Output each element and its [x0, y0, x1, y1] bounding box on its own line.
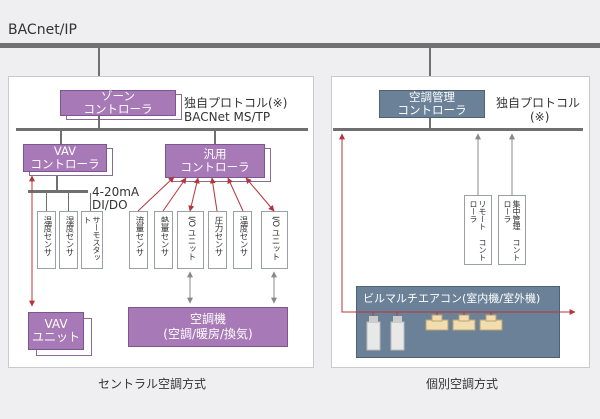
ahu-line1: 空調機: [189, 312, 226, 326]
io-unit-2-label: I/O ユニット: [270, 216, 280, 261]
vav-unit-line2: ユニット: [31, 330, 80, 344]
outdoor-unit-2: [390, 321, 405, 351]
zone-controller-line2: コントローラ: [83, 102, 153, 116]
pressure-sensor-label: 圧力センサ: [213, 216, 223, 256]
indoor-unit-1-top: [431, 314, 443, 322]
zone-controller-drop-line: [98, 48, 100, 90]
central-internal-bus: [16, 128, 308, 131]
temperature-sensor-left-label: 温度センサ: [42, 216, 52, 256]
vav-unit-line1: VAV: [44, 317, 68, 331]
indoor-unit-2-top: [458, 314, 470, 322]
zone-to-bus-line: [98, 116, 100, 128]
outdoor-unit-2-top: [393, 316, 402, 323]
io-unit-1: I/O ユニット: [177, 211, 204, 269]
central-protocol-line1: 独自プロトコル(※): [184, 96, 288, 110]
heat-sensor-label: 熱量センサ: [159, 216, 169, 256]
individual-protocol-line2: (※): [530, 110, 550, 124]
central-caption: セントラル空調方式: [98, 377, 207, 391]
arrow-individual-bus-loop: [339, 133, 576, 315]
flow-sensor-label: 流量センサ: [134, 216, 144, 256]
individual-drop-line: [429, 48, 431, 90]
humidity-sensor-left: 湿度センサ: [59, 211, 78, 269]
air-handling-unit: 空調機 (空調/暖房/換気): [128, 307, 288, 347]
vav-controller-to-signal-bus: [56, 176, 58, 190]
individual-internal-bus: [333, 128, 583, 131]
arrow-io-unit-1: [188, 177, 200, 212]
vav-controller-line1: VAV: [53, 144, 77, 158]
temperature-sensor-right: 温度センサ: [233, 211, 252, 269]
central-protocol-line2: BACNet MS/TP: [184, 110, 271, 124]
io-unit-1-label: I/O ユニット: [186, 216, 196, 261]
thermostat-left: サーモスタット: [81, 211, 103, 269]
temperature-sensor-left: 温度センサ: [37, 211, 56, 269]
individual-controller-line2: コントローラ: [397, 103, 467, 117]
signal-label-line1: 4-20mA: [92, 185, 140, 199]
zone-controller: ゾーン コントローラ: [60, 90, 176, 116]
pressure-sensor: 圧力センサ: [208, 211, 227, 269]
vav-unit: VAV ユニット: [28, 312, 84, 350]
zone-controller-line1: ゾーン: [101, 89, 135, 103]
arrow-pressure-sensor: [209, 177, 218, 212]
signal-bus-drop-2: [68, 193, 69, 211]
temperature-sensor-right-label: 温度センサ: [238, 216, 248, 256]
bus-to-general-controller-line: [214, 131, 216, 144]
individual-controller: 空調管理 コントローラ: [379, 90, 485, 118]
heat-sensor: 熱量センサ: [154, 211, 173, 269]
bacnet-ip-bus: [0, 43, 600, 48]
general-controller: 汎用 コントローラ: [165, 144, 265, 178]
outdoor-unit-1-top: [369, 316, 378, 323]
signal-bus-drop-1: [46, 193, 47, 211]
arrow-temperature-sensor-right: [227, 177, 244, 212]
arrow-heat-sensor: [162, 177, 187, 212]
general-controller-line2: コントローラ: [180, 160, 250, 174]
vav-controller-line2: コントローラ: [30, 157, 100, 171]
vav-controller: VAV コントローラ: [23, 144, 107, 172]
arrow-flow-sensor: [137, 176, 175, 212]
signal-label-line2: DI/DO: [92, 198, 128, 212]
humidity-sensor-left-label: 湿度センサ: [64, 216, 74, 256]
individual-caption: 個別空調方式: [426, 377, 499, 391]
general-controller-line1: 汎用: [203, 147, 227, 161]
ahu-line2: (空調/暖房/換気): [163, 327, 253, 341]
bus-to-vav-controller-line: [60, 131, 62, 144]
flow-sensor: 流量センサ: [129, 211, 148, 269]
signal-bus-drop-3: [90, 193, 91, 211]
arrow-io-unit-2: [245, 177, 275, 212]
thermostat-left-label: サーモスタット: [83, 216, 101, 261]
outdoor-unit-1: [366, 321, 381, 351]
individual-controller-to-bus: [429, 118, 431, 128]
individual-controller-line1: 空調管理: [409, 90, 455, 104]
network-label: BACnet/IP: [8, 22, 77, 38]
individual-protocol-line1: 独自プロトコル: [496, 96, 581, 110]
analog-signal-bus: [28, 190, 88, 193]
io-unit-2: I/O ユニット: [261, 211, 288, 269]
indoor-unit-3-top: [485, 314, 497, 322]
